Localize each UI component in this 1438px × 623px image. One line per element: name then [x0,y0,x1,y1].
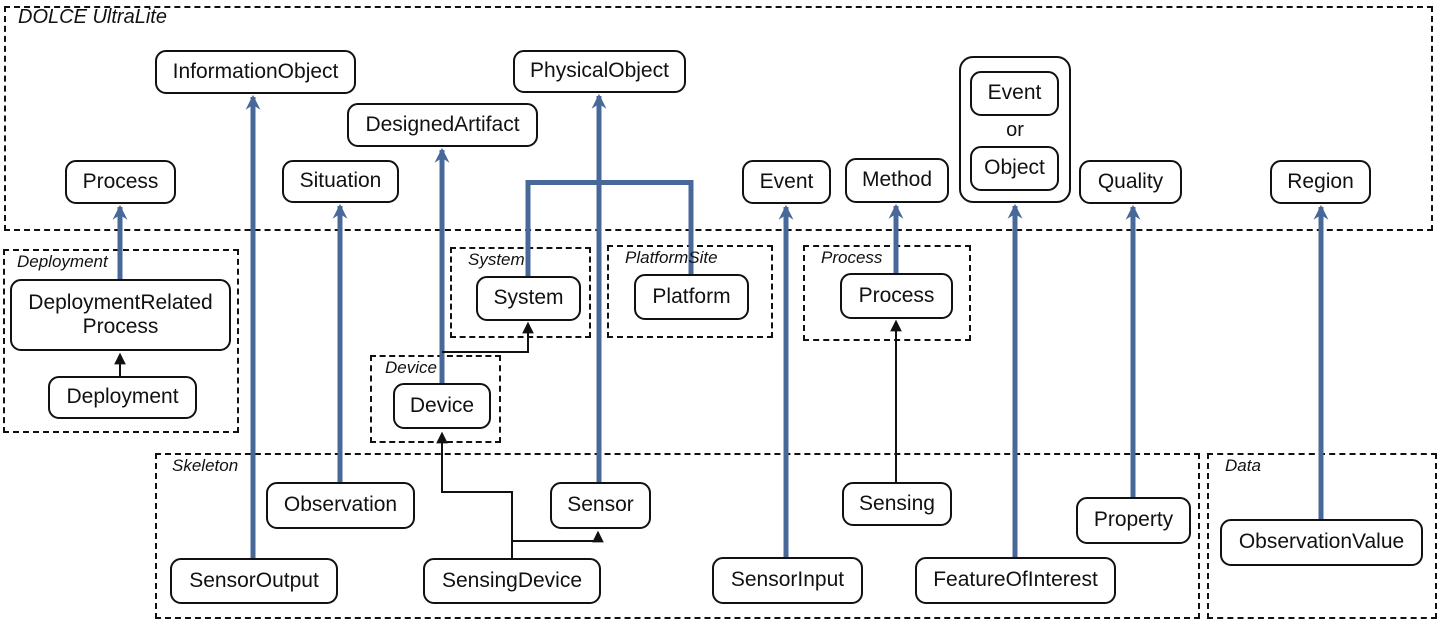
node-informationobject: InformationObject [155,50,356,94]
node-featureofinterest: FeatureOfInterest [915,557,1116,604]
node-sensing: Sensing [842,482,952,526]
edge-sensingdevice-device [436,431,513,559]
node-device: Device [393,383,491,429]
node-method: Method [845,158,949,203]
module-process [803,245,971,341]
node-event-dul: Event [742,160,831,204]
node-deploymentrelatedprocess: DeploymentRelated Process [10,279,231,351]
dul-container-label: DOLCE UltraLite [18,6,167,28]
edge-system-platform-physicalobject [525,180,694,277]
node-sensoroutput: SensorOutput [170,558,338,604]
edge-device-system [442,321,534,353]
node-sensingdevice: SensingDevice [423,558,601,604]
module-device-label: Device [385,358,437,377]
or-label: or [1006,119,1024,141]
node-designedartifact: DesignedArtifact [347,103,538,147]
edge-sensingdevice-sensor [512,530,604,543]
module-system-label: System [468,250,525,269]
node-physicalobject: PhysicalObject [513,50,686,93]
module-process-label: Process [821,248,883,267]
node-property: Property [1076,497,1191,544]
node-event-in-group: Event [970,71,1059,116]
node-situation: Situation [282,160,399,203]
node-process-ssn: Process [840,273,953,319]
node-quality: Quality [1079,160,1182,204]
node-process-dul: Process [65,160,176,204]
node-sensorinput: SensorInput [712,557,863,604]
module-deployment-label: Deployment [17,252,108,271]
module-skeleton-label: Skeleton [172,456,239,475]
module-device [370,355,501,443]
node-observationvalue: ObservationValue [1220,519,1423,566]
module-skeleton [155,453,1200,619]
node-deployment: Deployment [48,376,197,419]
node-system: System [476,276,581,321]
node-sensor: Sensor [550,482,651,529]
node-observation: Observation [266,482,415,529]
node-object-in-group: Object [970,146,1059,191]
group-event-or-object: Event or Object [959,56,1071,203]
module-system [450,247,591,338]
module-data-label: Data [1225,456,1261,475]
dul-container [4,6,1433,231]
module-platformsite-label: PlatformSite [625,248,718,267]
node-platform: Platform [634,274,749,320]
node-region: Region [1270,160,1371,204]
